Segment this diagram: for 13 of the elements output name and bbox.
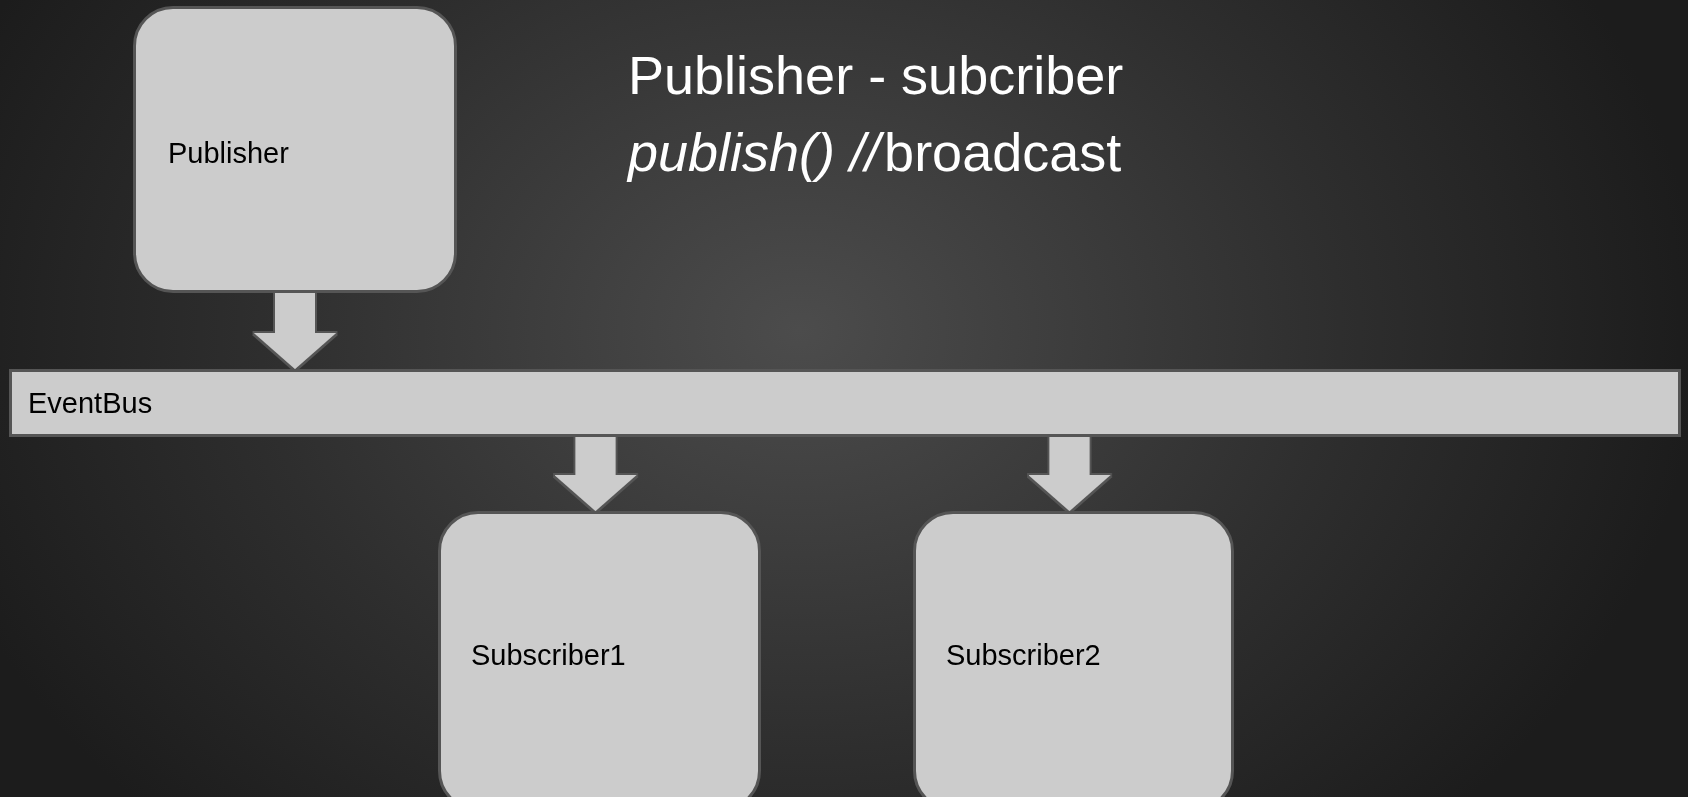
node-label: EventBus: [28, 387, 153, 420]
block-arrow: [1028, 437, 1111, 511]
node-label: Subscriber1: [471, 639, 626, 672]
rounded-box: [133, 6, 457, 293]
event-bus-bar: [9, 369, 1681, 437]
block-arrow: [554, 437, 637, 511]
rounded-box: [913, 511, 1234, 797]
title: Publisher - subcriber: [628, 48, 1124, 102]
rounded-box: [438, 511, 761, 797]
node-label: Subscriber2: [946, 639, 1101, 672]
subtitle: broadcast: [884, 125, 1122, 179]
node-label: Publisher: [168, 137, 289, 170]
block-arrow: [254, 293, 336, 369]
